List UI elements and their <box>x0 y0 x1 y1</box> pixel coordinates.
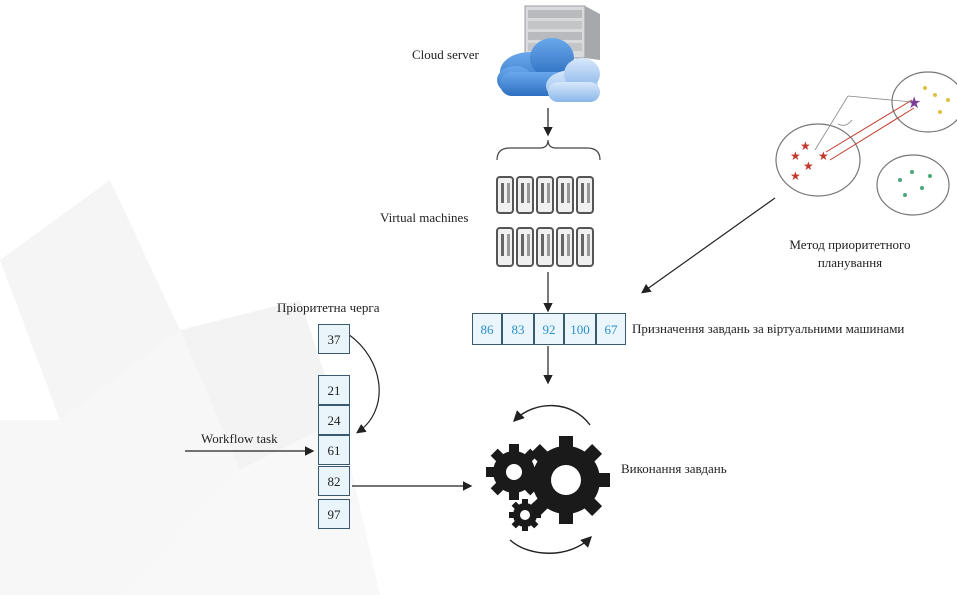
workflow-task-label: Workflow task <box>201 431 278 446</box>
queue-cell: 24 <box>318 405 350 435</box>
queue-cell: 21 <box>318 375 350 405</box>
vm-assignment-label: Призначення завдань за віртуальними маши… <box>632 321 905 336</box>
assignment-cell: 92 <box>534 313 564 345</box>
assignment-cell: 83 <box>502 313 534 345</box>
priority-method-label: Метод приоритетного планування <box>789 237 911 270</box>
priority-queue-label: Пріоритетна черга <box>277 300 380 315</box>
cloud-server-label: Cloud server <box>412 47 479 62</box>
execution-label: Виконання завдань <box>621 461 727 476</box>
assignment-cell: 67 <box>596 313 626 345</box>
assignment-cell: 100 <box>564 313 596 345</box>
queue-top-cell: 37 <box>318 324 350 354</box>
virtual-machines-label: Virtual machines <box>380 210 469 225</box>
assignment-cell: 86 <box>472 313 502 345</box>
queue-cell: 61 <box>318 435 350 465</box>
queue-cell: 82 <box>318 466 350 496</box>
queue-cell: 97 <box>318 499 350 529</box>
